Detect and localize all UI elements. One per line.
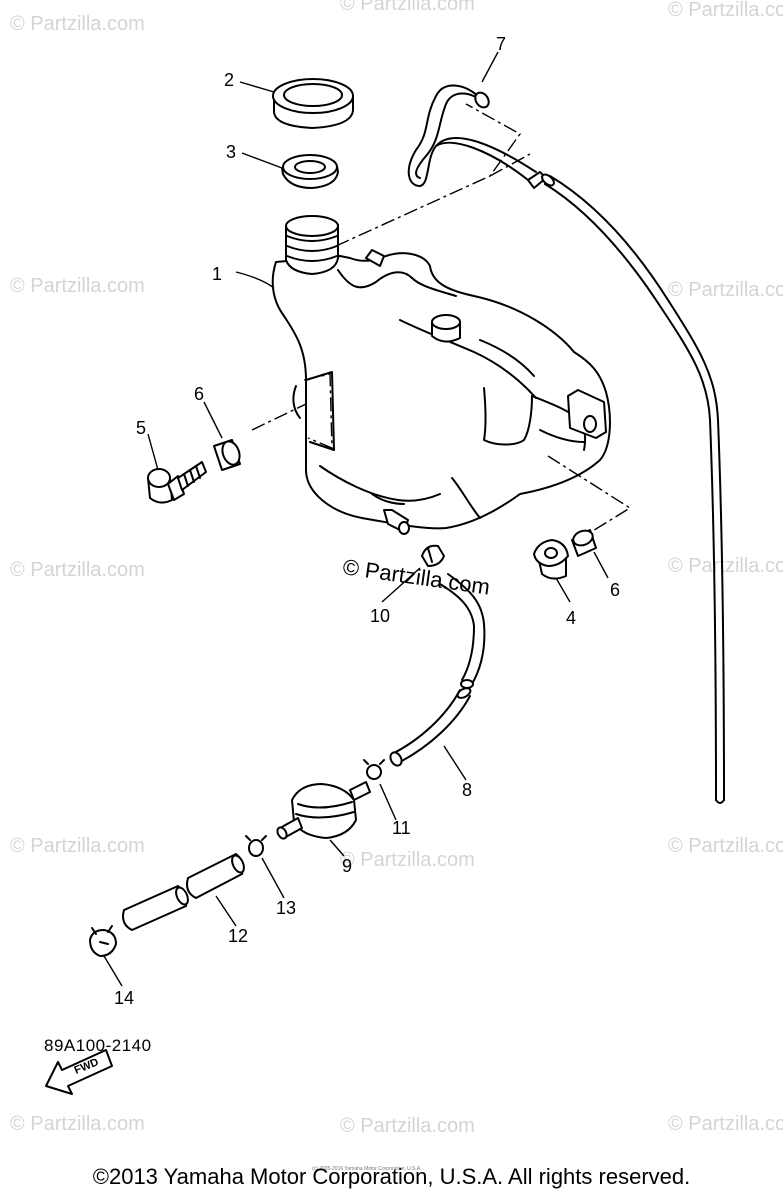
watermark: © Partzilla.com [10, 1113, 145, 1135]
watermark: © Partzilla.com [668, 279, 783, 301]
phantom-lines [251, 103, 632, 541]
part-1-oil-tank[interactable] [271, 215, 611, 535]
leader-lines [103, 51, 609, 987]
watermark: © Partzilla.com [668, 0, 783, 21]
part-5-bolt[interactable] [147, 461, 207, 504]
callout-6-left: 6 [194, 384, 204, 404]
copyright-notice: ©2013 Yamaha Motor Corporation, U.S.A. A… [92, 1164, 691, 1189]
callout-5: 5 [136, 418, 146, 438]
part-8-hose[interactable] [388, 573, 486, 768]
watermark: © Partzilla.com [10, 835, 145, 857]
callouts: 1 2 3 4 5 6 6 7 8 9 10 11 12 13 14 [114, 34, 620, 1008]
tiny-copyright: (c) 2005-2016 Yamaha Motor Corporation, … [312, 1166, 422, 1172]
part-9-oil-filter[interactable] [276, 781, 371, 840]
callout-11: 11 [392, 818, 411, 838]
part-7-breather-hose[interactable] [407, 84, 547, 189]
callout-7: 7 [496, 34, 506, 54]
watermark: © Partzilla.com [668, 1113, 783, 1135]
watermark-layer: © Partzilla.com © Partzilla.com © Partzi… [10, 0, 783, 1137]
watermark: © Partzilla.com [10, 13, 145, 35]
callout-14: 14 [114, 988, 134, 1008]
part-2-cap[interactable] [272, 78, 354, 129]
callout-6-right: 6 [610, 580, 620, 600]
watermark: © Partzilla.com [668, 555, 783, 577]
callout-12: 12 [228, 926, 248, 946]
callout-3: 3 [226, 142, 236, 162]
callout-4: 4 [566, 608, 576, 628]
watermark: © Partzilla.com [10, 275, 145, 297]
part-4-grommet[interactable] [533, 539, 569, 580]
part-13-clip[interactable] [245, 835, 267, 857]
part-10-clamp[interactable] [421, 544, 445, 567]
watermark: © Partzilla.com [340, 849, 475, 871]
part-11-clip[interactable] [363, 759, 385, 780]
breather-tube-long[interactable] [540, 172, 725, 804]
part-14-clamp[interactable] [89, 925, 117, 957]
watermark: © Partzilla.com [340, 0, 475, 15]
part-12-hose[interactable] [122, 853, 246, 931]
callout-1: 1 [212, 264, 222, 284]
fwd-arrow-icon: FWD [45, 1049, 113, 1095]
diagram-code: 89A100-2140 [44, 1036, 152, 1055]
part-6-collar-right[interactable] [571, 528, 597, 557]
part-6-collar-left[interactable] [213, 439, 243, 471]
callout-2: 2 [224, 70, 234, 90]
callout-10: 10 [370, 606, 390, 626]
watermark: © Partzilla.com [340, 1115, 475, 1137]
watermark: © Partzilla.com [668, 835, 783, 857]
callout-13: 13 [276, 898, 296, 918]
part-3-gasket[interactable] [281, 154, 339, 189]
callout-8: 8 [462, 780, 472, 800]
callout-9: 9 [342, 856, 352, 876]
watermark: © Partzilla.com [10, 559, 145, 581]
center-watermark: © Partzilla.com [341, 554, 491, 599]
